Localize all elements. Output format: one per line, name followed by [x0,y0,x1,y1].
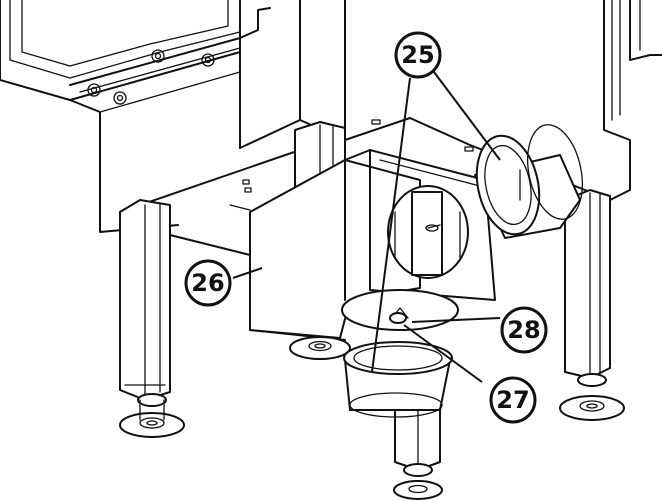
leg-front-left [119,199,185,438]
callout-25: 25 [394,31,442,79]
callout-26: 26 [184,259,232,307]
leader-lines [232,71,501,383]
leg-rear-right [559,189,625,421]
callout-25-label: 25 [401,41,434,69]
stove-body-left-panel [0,0,241,233]
outlet-ring-side [474,124,583,239]
callout-28-label: 28 [507,316,540,344]
bottom-plate-ring [341,289,459,331]
callout-27: 27 [489,376,537,424]
leg-rear-bottom [393,401,443,500]
callout-27-label: 27 [496,386,529,414]
callout-26-label: 26 [191,269,224,297]
mounting-bracket [69,7,271,105]
outlet-spigot-bottom [343,341,453,418]
damper-disc [387,185,469,279]
callout-28: 28 [500,306,548,354]
